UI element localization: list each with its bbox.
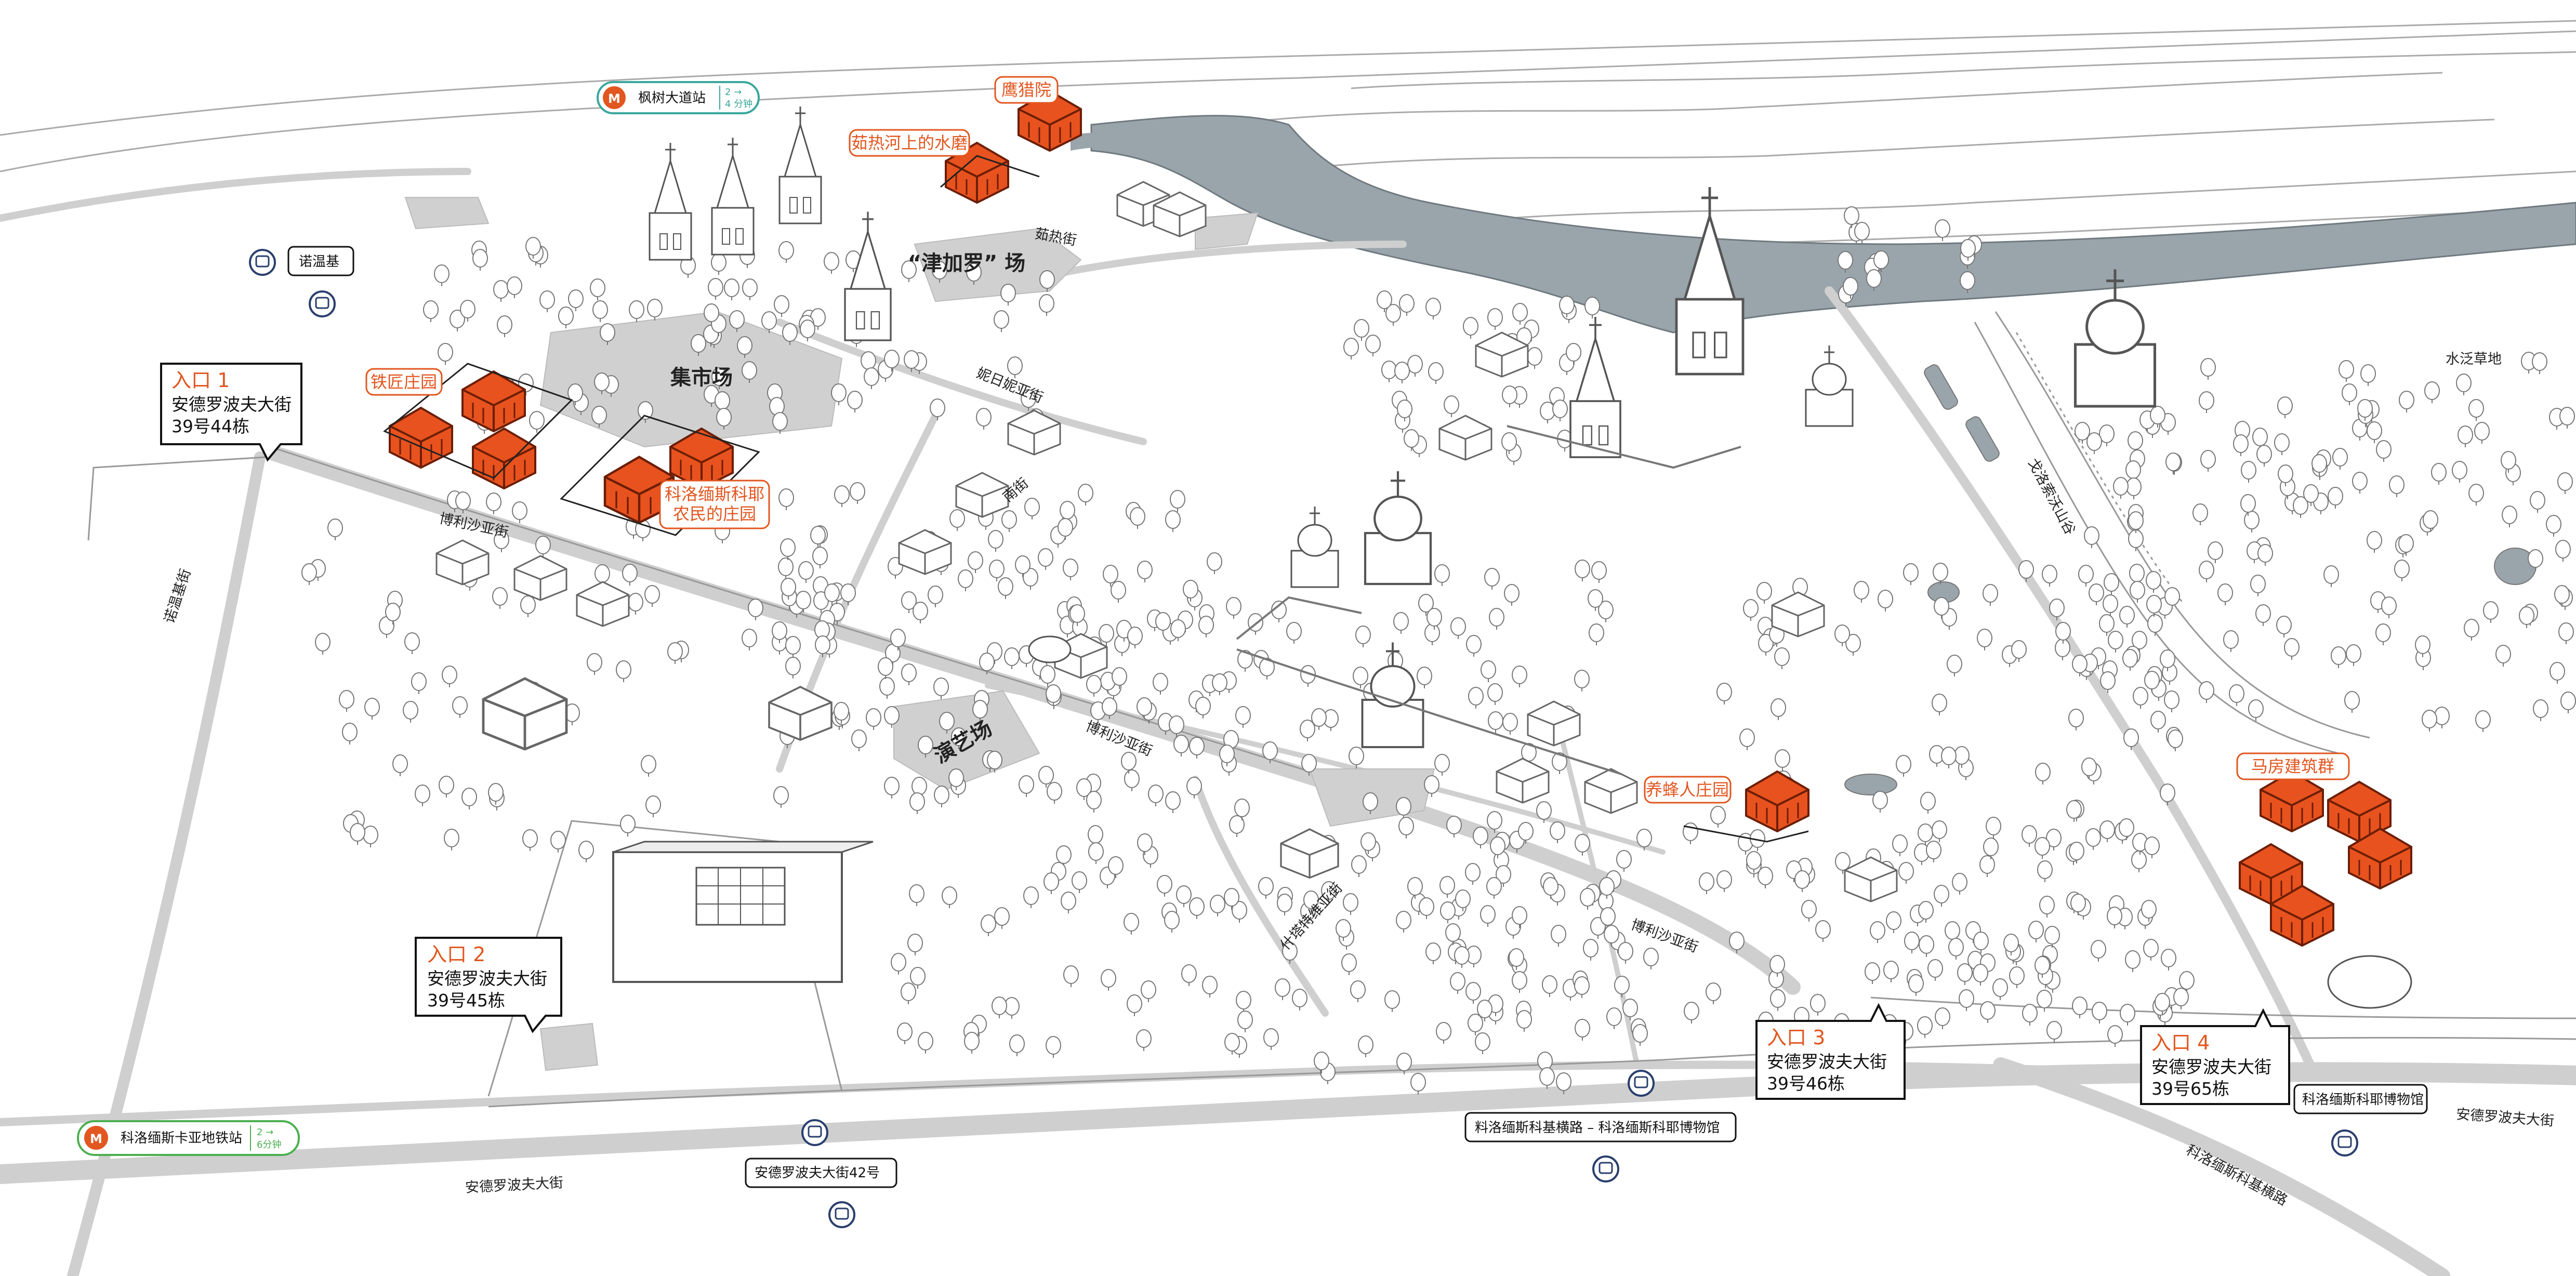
landmark-beekeeper[interactable]: 养蜂人庄园 — [1644, 776, 1732, 804]
zhangaluo-field-label: “津加罗” 场 — [908, 251, 1026, 275]
bus-stop-cross-road[interactable]: 料洛缅斯科基横路 – 科洛缅斯科耶博物馆 — [1464, 1070, 1737, 1182]
bus-stop-nuowenji[interactable]: 诺温基 — [249, 246, 354, 317]
entrance-4-line1: 安德罗波夫大街 — [2151, 1057, 2271, 1077]
landmark-watermill-label: 茹热河上的水磨 — [851, 133, 968, 153]
entrance-2-line1: 安德罗波夫大街 — [427, 968, 547, 989]
moskva-river — [1090, 115, 2576, 334]
svg-text:M: M — [90, 1132, 102, 1146]
entrance-1-line2: 39号44栋 — [171, 416, 249, 436]
metro-maple-time-1: 2 → — [725, 87, 742, 98]
entrance-4-line2: 39号65栋 — [2151, 1079, 2229, 1099]
zhuzhe-stream — [1071, 132, 1169, 151]
bus-icon — [249, 249, 276, 276]
metro-m-icon — [603, 86, 626, 109]
bus-stop-nuowenji-label: 诺温基 — [299, 254, 339, 270]
entrance-2-title: 入口 2 — [427, 943, 485, 966]
landmark-falconry[interactable]: 鹰猎院 — [994, 76, 1059, 104]
entrance-3-title: 入口 3 — [1767, 1026, 1825, 1049]
landmark-beekeeper-label: 养蜂人庄园 — [1646, 780, 1729, 800]
pavilion — [1028, 635, 2412, 1009]
metro-maple-name: 枫树大道站 — [638, 90, 706, 106]
entrance-4-title: 入口 4 — [2151, 1031, 2210, 1054]
landmark-watermill[interactable]: 茹热河上的水磨 — [849, 129, 970, 157]
bus-icon — [801, 1119, 828, 1146]
entrance-2-line2: 39号45栋 — [427, 990, 505, 1011]
metro-kolomenskaya-time-2: 6分钟 — [257, 1139, 281, 1150]
kremlin-wall — [1236, 425, 1741, 775]
landmark-peasant-label-2: 农民的庄园 — [673, 504, 756, 524]
entrance-3-line1: 安德罗波夫大街 — [1767, 1052, 1887, 1072]
ravine — [1974, 311, 2370, 754]
exhibition-hall — [612, 841, 874, 983]
landmark-peasant-estate[interactable]: 科洛缅斯科耶 农民的庄园 — [659, 480, 770, 529]
entrance-3[interactable]: 入口 3 安德罗波夫大街 39号46栋 — [1755, 1003, 1906, 1100]
bus-icon — [2331, 1129, 2358, 1157]
entrance-2[interactable]: 入口 2 安德罗波夫大街 39号45栋 — [415, 937, 562, 1033]
bus-icon — [309, 290, 336, 317]
landmark-peasant-label-1: 科洛缅斯科耶 — [665, 484, 764, 504]
bus-icon — [828, 1201, 855, 1228]
floodplain-label: 水泛草地 — [2446, 351, 2502, 367]
entrance-1[interactable]: 入口 1 安德罗波夫大街 39号44栋 — [160, 363, 302, 462]
landmark-smithy-label: 铁匠庄园 — [371, 372, 437, 392]
bus-stop-andropov-42-label: 安德罗波夫大街42号 — [755, 1165, 880, 1181]
bus-stop-museum[interactable]: 科洛缅斯科耶博物馆 — [2293, 1084, 2428, 1157]
entrance-4[interactable]: 入口 4 安德罗波夫大街 39号65栋 — [2140, 1008, 2290, 1105]
landmark-falconry-label: 鹰猎院 — [1001, 80, 1051, 100]
metro-m-icon — [84, 1126, 108, 1150]
landmark-stables[interactable]: 马房建筑群 — [2236, 752, 2350, 780]
metro-kolomenskaya-name: 科洛缅斯卡亚地铁站 — [121, 1131, 242, 1146]
bus-stop-cross-road-label: 料洛缅斯科基横路 – 科洛缅斯科耶博物馆 — [1475, 1120, 1720, 1136]
landmark-stables-label: 马房建筑群 — [2251, 756, 2334, 776]
bus-stop-andropov-42[interactable]: 安德罗波夫大街42号 — [745, 1119, 897, 1228]
metro-station-maple[interactable]: M 枫树大道站 2 → 4 分钟 — [597, 81, 760, 114]
entrance-3-line2: 39号46栋 — [1767, 1073, 1845, 1094]
bus-icon — [1592, 1155, 1619, 1182]
entrance-1-line1: 安德罗波夫大街 — [171, 394, 292, 415]
bus-icon — [1628, 1070, 1655, 1097]
ponds — [1844, 364, 2537, 795]
bus-stop-museum-label: 科洛缅斯科耶博物馆 — [2302, 1092, 2424, 1108]
entrance-1-title: 入口 1 — [171, 369, 230, 392]
svg-text:M: M — [608, 91, 620, 106]
market-square-label: 集市场 — [670, 366, 733, 390]
metro-maple-time-2: 4 分钟 — [725, 99, 752, 110]
landmark-smithy[interactable]: 铁匠庄园 — [365, 368, 443, 396]
metro-station-kolomenskaya[interactable]: M 科洛缅斯卡亚地铁站 2 → 6分钟 — [77, 1120, 300, 1156]
metro-kolomenskaya-time-1: 2 → — [257, 1127, 273, 1138]
